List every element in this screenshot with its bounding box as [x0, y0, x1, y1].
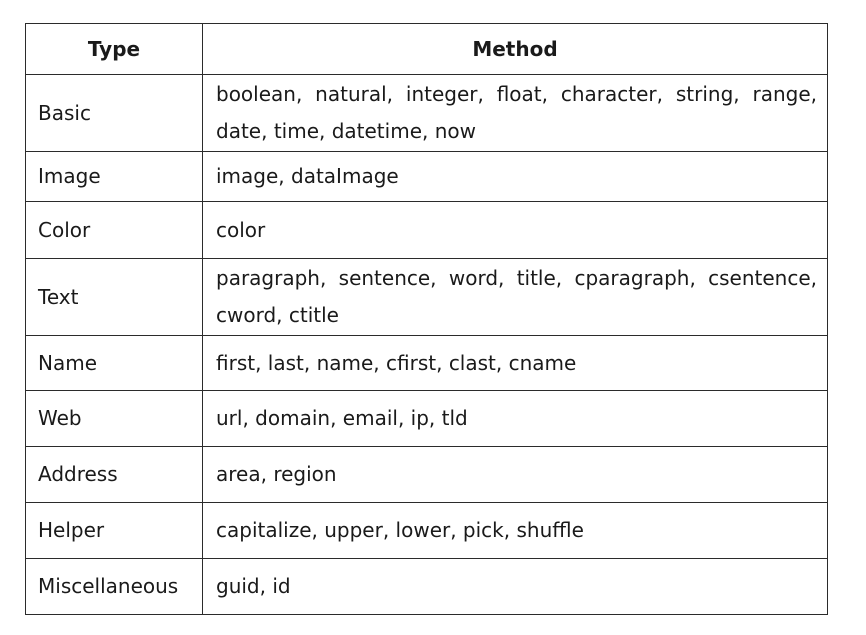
method-cell: paragraph, sentence, word, title, cparag…	[202, 258, 828, 336]
method-cell: guid, id	[202, 558, 828, 615]
type-cell: Address	[25, 446, 203, 503]
table-header-row: Type Method	[25, 23, 828, 75]
table-row: Web url, domain, email, ip, tld	[25, 390, 828, 447]
method-cell: url, domain, email, ip, tld	[202, 390, 828, 447]
type-cell: Image	[25, 151, 203, 202]
type-cell: Helper	[25, 502, 203, 559]
type-cell: Name	[25, 335, 203, 391]
methods-table: Type Method Basic boolean, natural, inte…	[25, 23, 828, 615]
type-cell: Basic	[25, 74, 203, 152]
table-row: Text paragraph, sentence, word, title, c…	[25, 258, 828, 336]
method-cell: capitalize, upper, lower, pick, shuffle	[202, 502, 828, 559]
method-cell: area, region	[202, 446, 828, 503]
header-type: Type	[25, 23, 203, 75]
type-cell: Miscellaneous	[25, 558, 203, 615]
method-cell: boolean, natural, integer, float, charac…	[202, 74, 828, 152]
method-cell: image, dataImage	[202, 151, 828, 202]
type-cell: Color	[25, 201, 203, 259]
table-row: Name first, last, name, cfirst, clast, c…	[25, 335, 828, 391]
method-cell: first, last, name, cfirst, clast, cname	[202, 335, 828, 391]
header-method: Method	[202, 23, 828, 75]
table-row: Basic boolean, natural, integer, float, …	[25, 74, 828, 152]
table-row: Address area, region	[25, 446, 828, 503]
method-cell: color	[202, 201, 828, 259]
table-row: Color color	[25, 201, 828, 259]
type-cell: Web	[25, 390, 203, 447]
type-cell: Text	[25, 258, 203, 336]
table-row: Helper capitalize, upper, lower, pick, s…	[25, 502, 828, 559]
table-row: Image image, dataImage	[25, 151, 828, 202]
methods-table-container: Type Method Basic boolean, natural, inte…	[25, 23, 828, 615]
table-row: Miscellaneous guid, id	[25, 558, 828, 615]
